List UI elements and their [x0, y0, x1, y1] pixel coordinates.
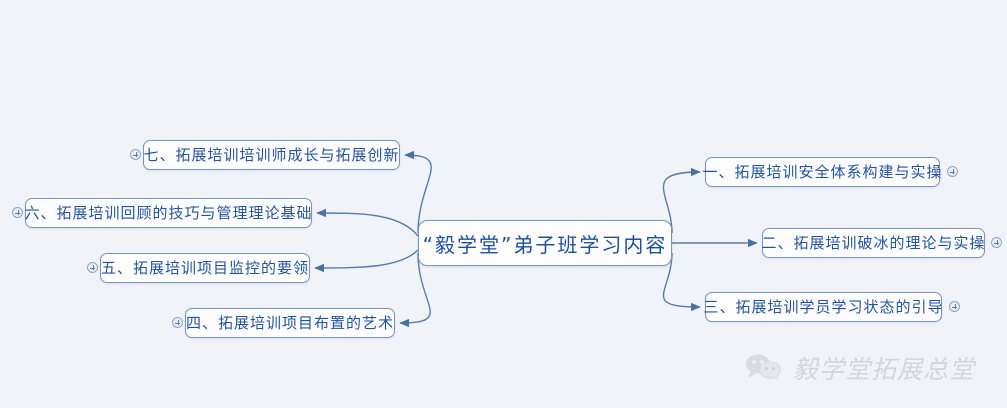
plus-circle-icon[interactable]: [991, 237, 1002, 248]
branch-node-right-3[interactable]: 三、拓展培训学员学习状态的引导: [703, 292, 944, 322]
edge-center-to-left-4: [399, 252, 431, 328]
branch-label: 三、拓展培训学员学习状态的引导: [703, 297, 944, 316]
plus-circle-icon[interactable]: [947, 166, 958, 177]
edge-center-to-left-5: [314, 249, 419, 273]
branch-label: 五、拓展培训项目监控的要领: [101, 258, 310, 277]
branch-node-right-2[interactable]: 二、拓展培训破冰的理论与实操: [762, 228, 985, 258]
center-node[interactable]: “毅学堂”弟子班学习内容: [418, 220, 672, 266]
branch-node-right-1[interactable]: 一、拓展培训安全体系构建与实操: [702, 157, 943, 187]
center-node-label: “毅学堂”弟子班学习内容: [422, 232, 668, 257]
plus-circle-icon[interactable]: [12, 207, 23, 218]
plus-circle-icon[interactable]: [172, 317, 183, 328]
edge-center-to-right-1: [662, 167, 701, 234]
wechat-icon: [746, 354, 781, 381]
branch-label: 二、拓展培训破冰的理论与实操: [761, 233, 986, 252]
branch-node-left-6[interactable]: 六、拓展培训回顾的技巧与管理理论基础: [25, 198, 312, 228]
watermark: 毅学堂拓展总堂: [744, 350, 975, 386]
branch-node-left-7[interactable]: 七、拓展培训培训师成长与拓展创新: [143, 140, 400, 170]
watermark-text: 毅学堂拓展总堂: [793, 355, 976, 384]
edge-center-to-left-6: [316, 208, 419, 237]
branch-label: 七、拓展培训培训师成长与拓展创新: [143, 145, 400, 164]
branch-label: 一、拓展培训安全体系构建与实操: [702, 162, 943, 181]
branch-node-left-5[interactable]: 五、拓展培训项目监控的要领: [100, 253, 310, 283]
plus-circle-icon[interactable]: [87, 262, 98, 273]
branch-node-left-4[interactable]: 四、拓展培训项目布置的艺术: [185, 308, 395, 338]
edge-center-to-right-3: [662, 252, 701, 312]
edge-center-to-left-7: [404, 150, 432, 234]
branch-label: 六、拓展培训回顾的技巧与管理理论基础: [24, 203, 313, 222]
plus-circle-icon[interactable]: [949, 301, 960, 312]
branch-label: 四、拓展培训项目布置的艺术: [186, 313, 395, 332]
plus-circle-icon[interactable]: [130, 149, 141, 160]
